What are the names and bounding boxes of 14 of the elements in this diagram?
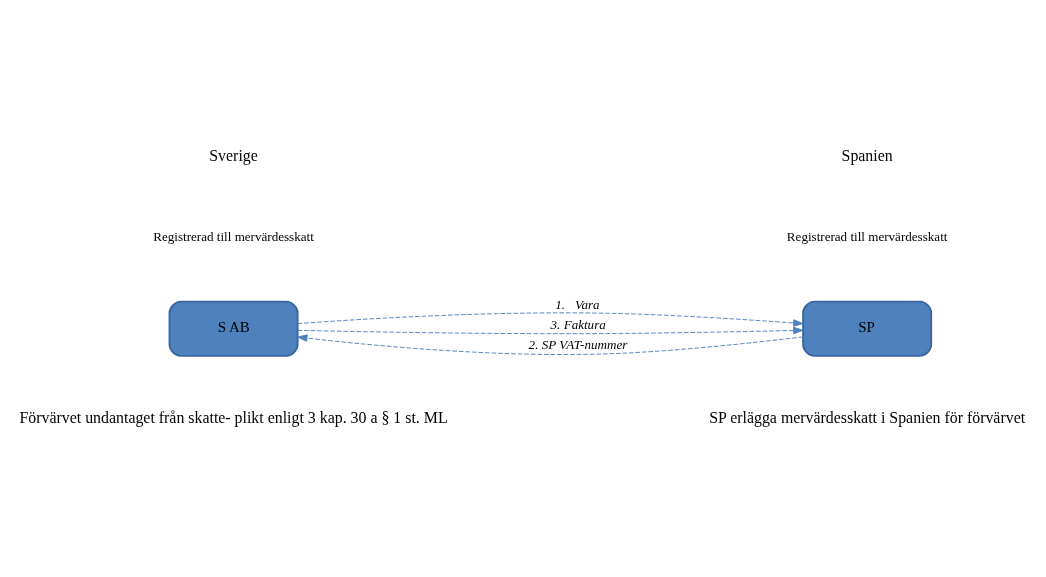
arrow xyxy=(297,312,804,327)
label: Registrerad till mervärdesskatt xyxy=(153,229,314,245)
label: Spanien xyxy=(841,147,893,165)
arrow xyxy=(297,326,804,335)
edge-label: 1. Vara xyxy=(555,297,600,313)
edge-label: 3. Faktura xyxy=(550,316,606,332)
node-box: S AB xyxy=(168,300,299,357)
label: Registrerad till mervärdesskatt xyxy=(786,229,948,245)
arrow xyxy=(297,334,804,355)
label: Förvärvet undantaget från skatte- plikt enligt 3 kap. 30 a § 1 st. ML xyxy=(19,409,448,427)
edge-label: 2. SP VAT-nummer xyxy=(528,336,628,352)
label: SP erlägga mervärdesskatt i Spanien för förvärvet xyxy=(709,409,1026,427)
node-box: SP xyxy=(802,300,933,357)
label: Sverige xyxy=(209,147,258,165)
